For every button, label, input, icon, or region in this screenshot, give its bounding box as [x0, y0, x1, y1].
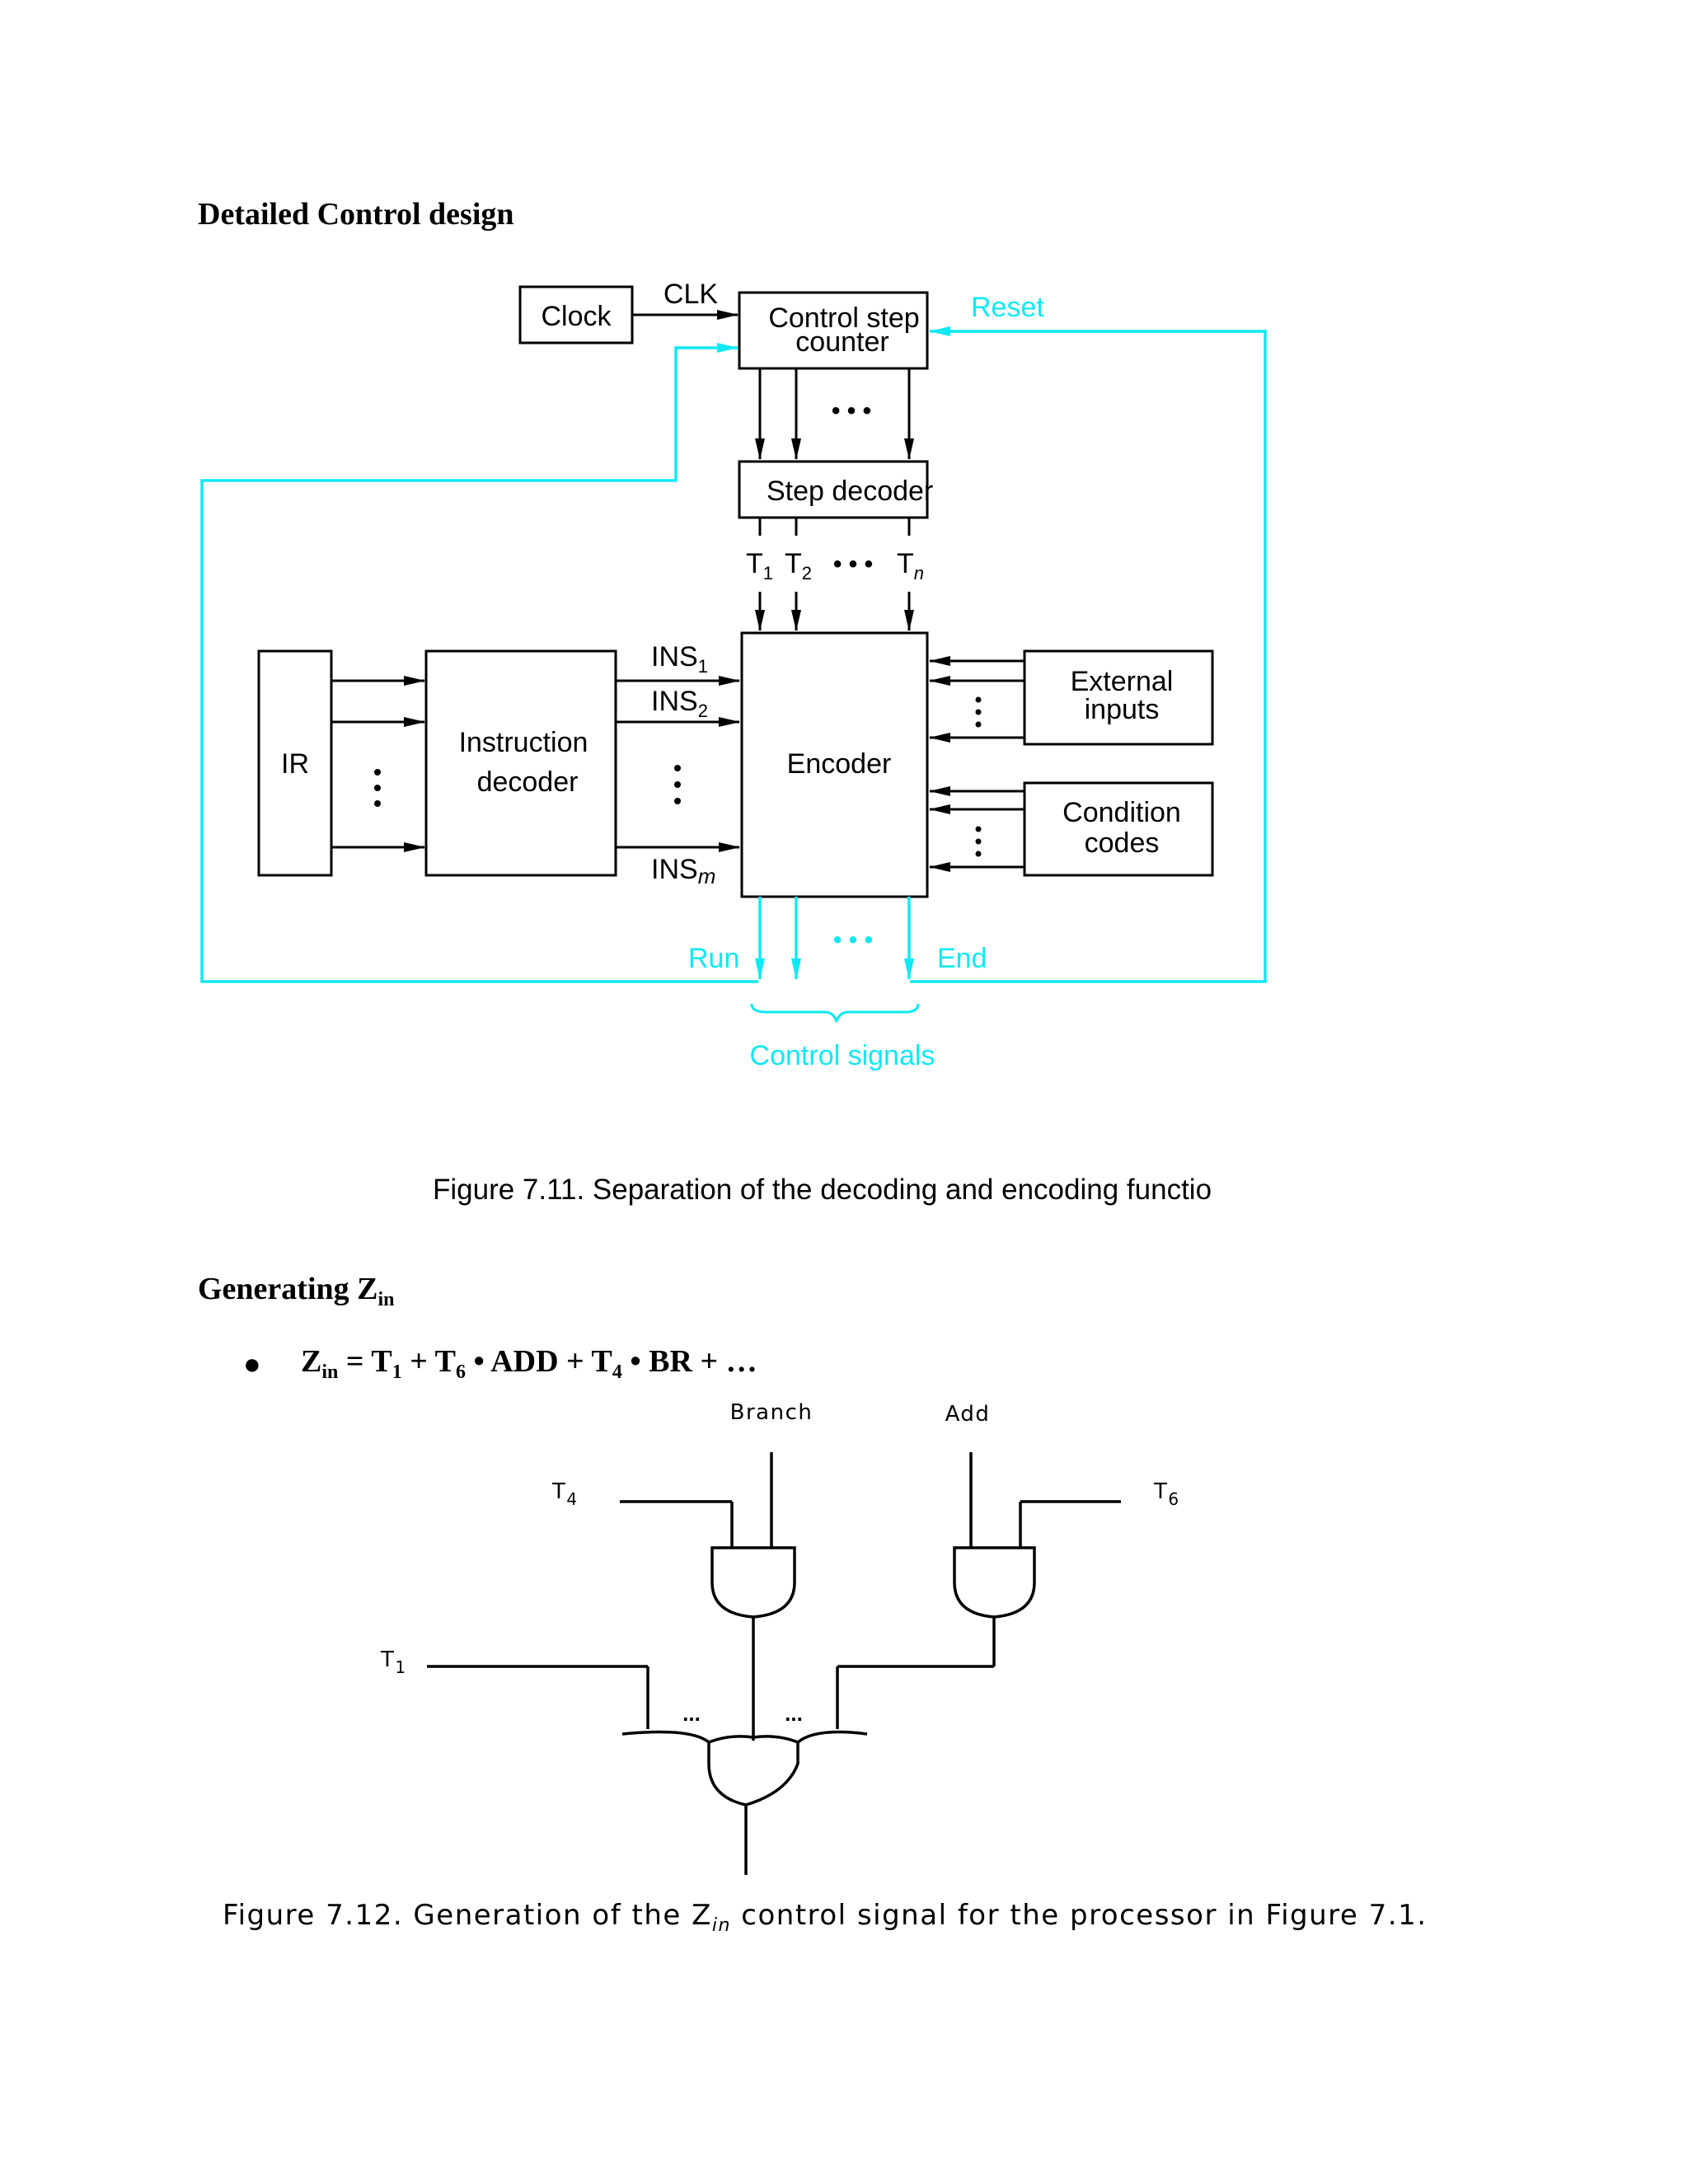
- figure-7-11-caption: Figure 7.11. Separation of the decoding …: [433, 1174, 1212, 1206]
- svg-text:Instruction: Instruction: [459, 727, 588, 758]
- input-labels: Branch Add T4 T6 T1: [380, 1400, 1180, 1677]
- svg-text:INSm: INSm: [651, 854, 715, 888]
- svg-text:Branch: Branch: [730, 1400, 814, 1425]
- clk-signal: CLK: [632, 279, 738, 320]
- section-heading-generating-zin: Generating Zin: [198, 1272, 395, 1310]
- ins-signals: INS1 INS2 INSm: [616, 641, 740, 888]
- clock-block: Clock: [518, 285, 634, 344]
- condition-codes-block: Condition codes: [1023, 781, 1214, 877]
- control-step-counter-block: Control step counter: [738, 291, 929, 370]
- svg-text:CLK: CLK: [663, 279, 718, 310]
- reset-feedback-line: Reset: [910, 292, 1267, 983]
- step-decoder-block: Step decoder: [738, 460, 933, 519]
- svg-text:Encoder: Encoder: [787, 748, 892, 780]
- and-gate-branch: [620, 1452, 796, 1741]
- svg-text:T6: T6: [1153, 1479, 1180, 1509]
- svg-text:Step decoder: Step decoder: [767, 476, 933, 507]
- section-heading-control-design: Detailed Control design: [198, 197, 514, 232]
- svg-text:Condition: Condition: [1062, 797, 1181, 828]
- svg-text:T1: T1: [380, 1647, 407, 1677]
- svg-text:Control step: Control step: [768, 302, 919, 334]
- ir-outputs: [331, 676, 425, 852]
- or-gate: ... ...: [427, 1665, 868, 1875]
- svg-text:T2: T2: [785, 548, 812, 583]
- svg-text:Add: Add: [945, 1402, 991, 1427]
- zin-equation: Zin = T1 + T6 • ADD + T4 • BR + …: [301, 1344, 757, 1383]
- svg-text:Control signals: Control signals: [750, 1040, 935, 1071]
- svg-text:Tn: Tn: [897, 548, 924, 583]
- svg-text:IR: IR: [281, 748, 309, 780]
- ellipsis: • • •: [833, 926, 873, 954]
- zin-equation-bullet: ● Zin = T1 + T6 • ADD + T4 • BR + …: [243, 1343, 757, 1384]
- run-feedback-line: [200, 343, 758, 983]
- figure-7-12-caption: Figure 7.12. Generation of the Zin contr…: [223, 1899, 1428, 1936]
- svg-text:End: End: [937, 943, 987, 974]
- svg-text:INS2: INS2: [651, 686, 708, 721]
- ellipsis: • • •: [832, 397, 871, 424]
- svg-text:inputs: inputs: [1085, 694, 1160, 725]
- external-inputs-lines: [929, 656, 1025, 743]
- step-outputs: T1 T2 • • • Tn: [746, 518, 924, 631]
- bullet-icon: ●: [243, 1347, 261, 1380]
- encoder-block: Encoder: [740, 631, 929, 898]
- control-signal-outputs: • • • Run End Control signals: [688, 897, 987, 1071]
- svg-text:codes: codes: [1085, 827, 1160, 859]
- counter-outputs: • • •: [755, 368, 914, 460]
- external-inputs-block: External inputs: [1023, 649, 1214, 746]
- svg-text:T1: T1: [746, 548, 773, 583]
- figure-7-11-diagram: Clock CLK Control step counter Reset • •…: [200, 279, 1267, 1071]
- svg-text:decoder: decoder: [477, 766, 579, 798]
- svg-text:Run: Run: [688, 943, 739, 974]
- condition-codes-lines: [929, 786, 1025, 872]
- svg-text:counter: counter: [795, 326, 889, 358]
- ellipsis: • • •: [833, 551, 873, 578]
- ir-block: IR: [257, 649, 333, 877]
- svg-text:External: External: [1071, 666, 1174, 697]
- ellipsis-right: ...: [785, 1701, 803, 1726]
- svg-text:T4: T4: [551, 1479, 579, 1509]
- instruction-decoder-block: Instruction decoder: [424, 649, 617, 877]
- svg-text:Reset: Reset: [971, 292, 1044, 323]
- ellipsis-left: ...: [682, 1701, 701, 1726]
- and-gate-add: [836, 1452, 1121, 1729]
- svg-text:INS1: INS1: [651, 641, 708, 677]
- svg-text:Clock: Clock: [541, 301, 612, 332]
